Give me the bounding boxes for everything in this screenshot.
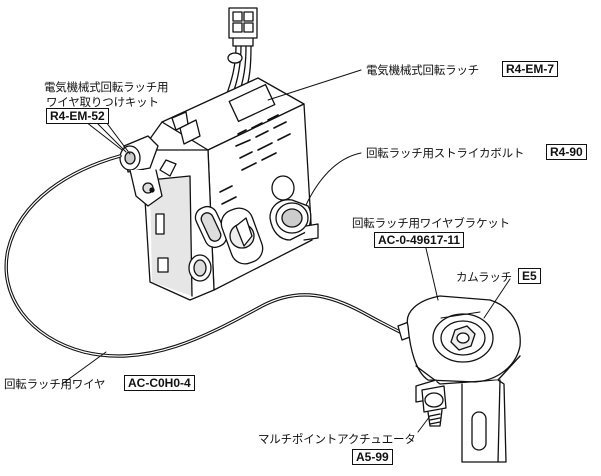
cam-latch-label: カムラッチ (456, 270, 512, 284)
cam-latch (432, 311, 494, 363)
leader-lines (61, 69, 511, 433)
kit-label-line2: ワイヤ取りつけキット (46, 95, 159, 109)
latch-label: 電気機械式回転ラッチ (366, 63, 479, 77)
cam-latch-code-badge: E5 (518, 268, 541, 284)
connector-plug (228, 7, 258, 47)
striker-label: 回転ラッチ用ストライカボルト (366, 146, 525, 160)
kit-label-line1: 電気機械式回転ラッチ用 (44, 80, 169, 94)
wire-code-badge: AC-C0H0-4 (124, 375, 195, 391)
latch-code-badge: R4-EM-7 (502, 61, 559, 77)
bracket-code-badge: AC-0-49617-11 (374, 232, 465, 248)
striker-code-badge: R4-90 (546, 144, 587, 160)
striker-bolt (269, 199, 319, 241)
bracket-label: 回転ラッチ用ワイヤブラケット (352, 216, 510, 230)
kit-code-badge: R4-EM-52 (46, 108, 109, 124)
actuator-code-badge: A5-99 (352, 449, 393, 465)
wire-attachment-kit (119, 111, 189, 207)
multipoint-actuator (421, 385, 447, 427)
latch-body (141, 77, 313, 301)
wire-label: 回転ラッチ用ワイヤ (4, 377, 106, 391)
actuator-label: マルチポイントアクチュエータ (258, 432, 416, 446)
